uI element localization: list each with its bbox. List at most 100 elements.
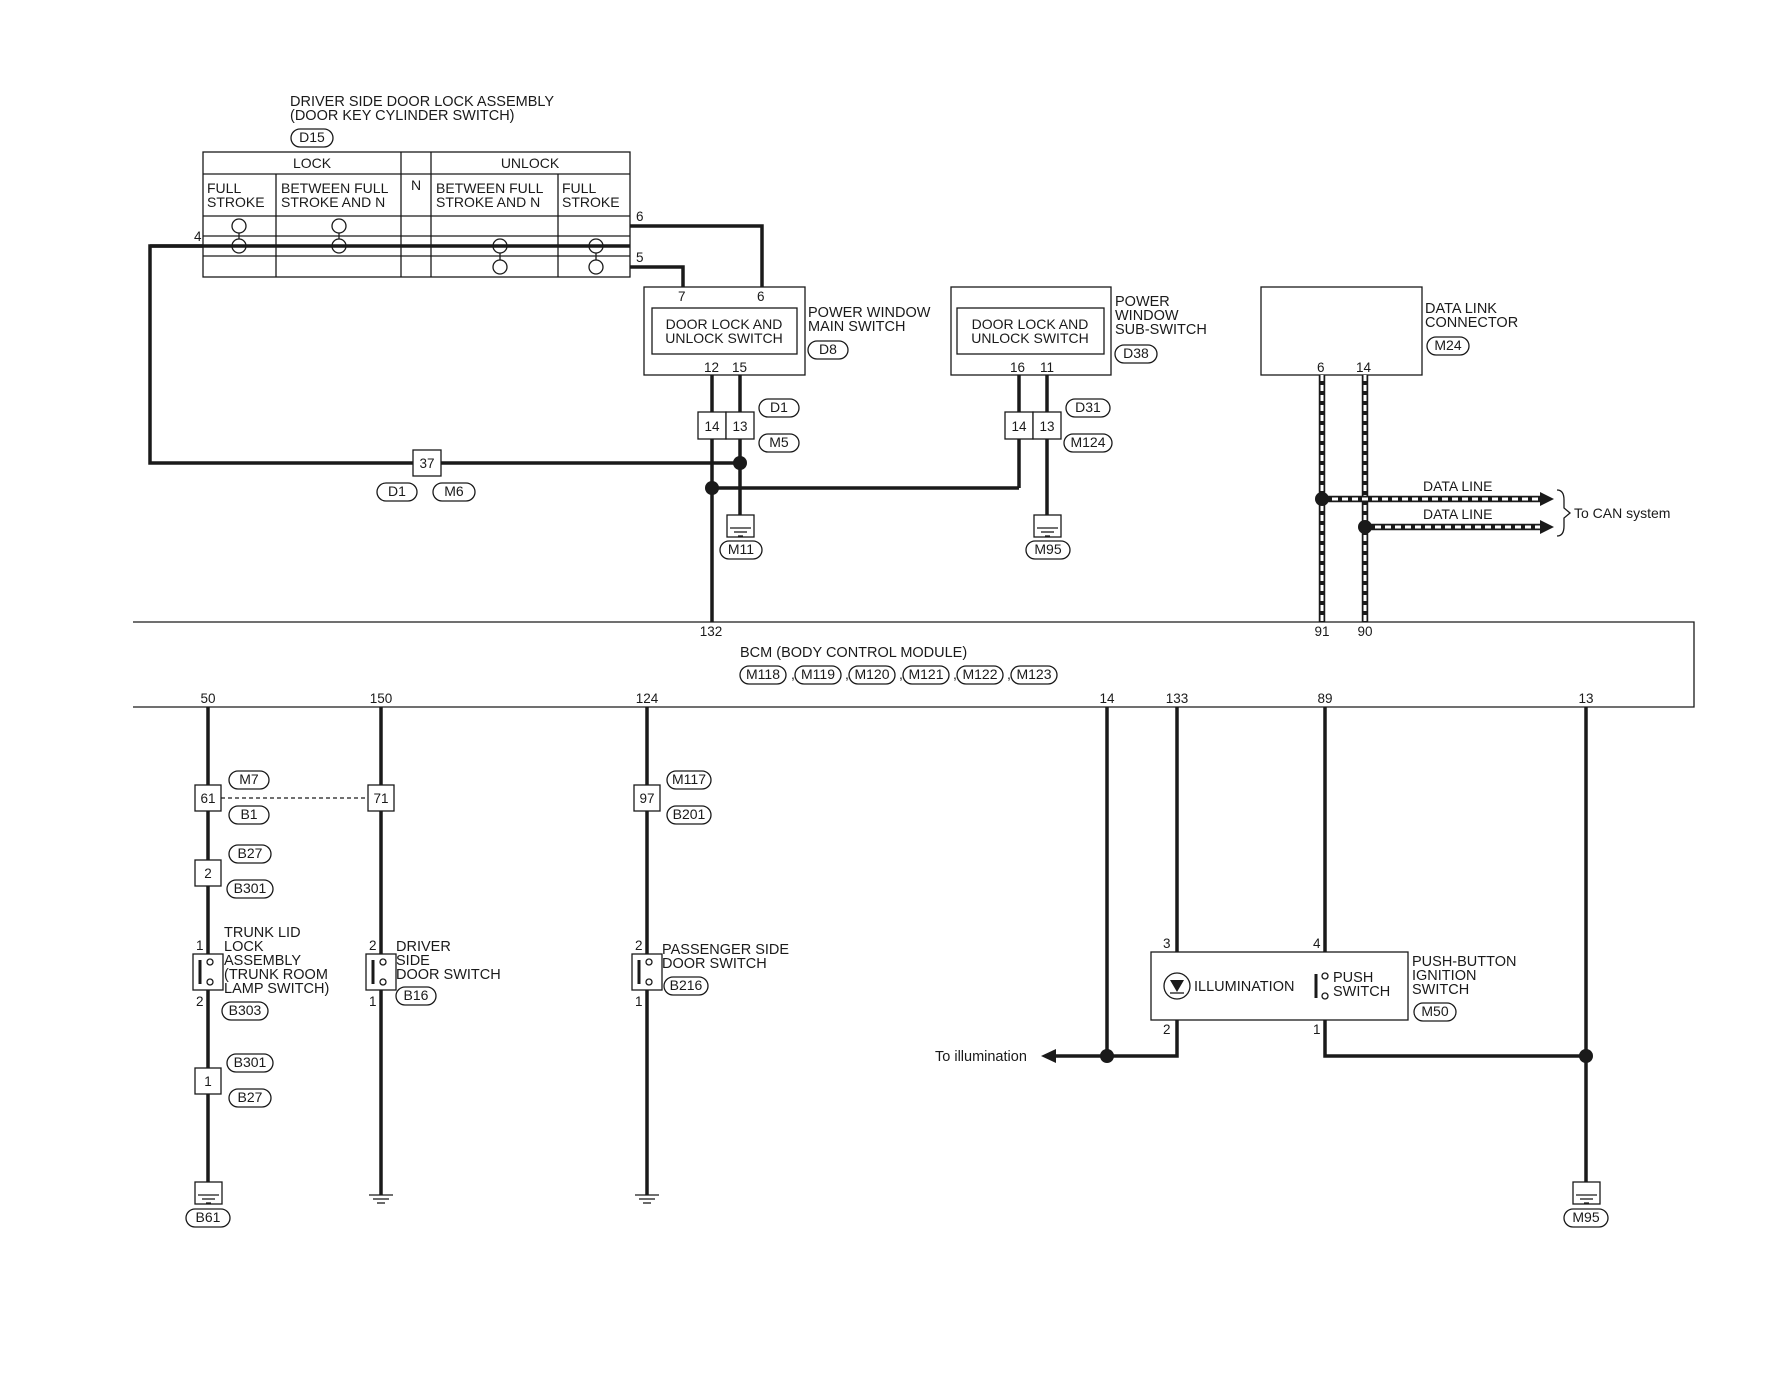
trunk-title-l3: ASSEMBLY xyxy=(224,953,301,969)
bcm-module: 132 91 90 BCM (BODY CONTROL MODULE) M118… xyxy=(133,621,1695,708)
data-link-pin-6: 6 xyxy=(1317,360,1325,375)
trunk-title-l1: TRUNK LID xyxy=(224,925,301,941)
ignition-title-l2: IGNITION xyxy=(1412,968,1476,984)
bcm-pin-14: 14 xyxy=(1099,691,1115,706)
unlock-between-l2: STROKE AND N xyxy=(436,194,540,210)
key-cylinder-pin-6: 6 xyxy=(636,209,644,224)
unlock-between-l1: BETWEEN FULL xyxy=(436,180,544,196)
bcm-connector-m122: M122 xyxy=(962,666,997,682)
junction-2: 2 xyxy=(204,866,212,881)
junction-d1-m5-14: 14 xyxy=(704,419,720,434)
passenger-door-pin-1: 1 xyxy=(635,994,643,1009)
bcm-pin-50: 50 xyxy=(200,691,215,706)
junction-d31-13: 13 xyxy=(1039,419,1054,434)
illumination-label: ILLUMINATION xyxy=(1194,979,1294,995)
connector-b301-a-label: B301 xyxy=(234,880,267,896)
junction-97: 97 xyxy=(639,791,654,806)
driver-door-pin-1: 1 xyxy=(369,994,377,1009)
main-switch-inner-l1: DOOR LOCK AND xyxy=(666,316,783,332)
data-link-pin-14: 14 xyxy=(1356,360,1372,375)
lock-between-l1: BETWEEN FULL xyxy=(281,180,389,196)
passenger-door-pin-2: 2 xyxy=(635,938,643,953)
body-ground-icon xyxy=(635,1194,659,1204)
sub-switch-title-l1: POWER xyxy=(1115,294,1170,310)
sub-switch-inner-box xyxy=(956,307,1105,355)
connector-d15-label: D15 xyxy=(299,129,325,145)
trunk-title-l4: (TRUNK ROOM xyxy=(224,967,328,983)
connector-b303-label: B303 xyxy=(229,1002,262,1018)
bcm-connector-m119: M119 xyxy=(801,666,835,682)
key-cylinder-switch: DRIVER SIDE DOOR LOCK ASSEMBLY (DOOR KEY… xyxy=(150,94,644,278)
driver-door-switch-circuit: 71 2 1 DRIVER SIDE DOOR SWITCH B16 xyxy=(365,707,501,1204)
connector-m124-label: M124 xyxy=(1070,434,1105,450)
bcm-pin-150: 150 xyxy=(370,691,393,706)
led-illumination-icon xyxy=(1163,972,1191,1000)
junction-dot xyxy=(733,456,747,470)
main-switch-pin-6: 6 xyxy=(757,289,765,304)
lock-header: LOCK xyxy=(293,155,332,171)
can-brace-icon xyxy=(1556,489,1572,537)
svg-text:,: , xyxy=(1007,666,1011,682)
ignition-pin-4: 4 xyxy=(1313,936,1321,951)
to-illumination-label: To illumination xyxy=(935,1049,1027,1065)
key-cylinder-title-line1: DRIVER SIDE DOOR LOCK ASSEMBLY xyxy=(290,94,554,110)
sub-switch-title-l2: WINDOW xyxy=(1115,308,1179,324)
sub-switch-inner-l2: UNLOCK SWITCH xyxy=(971,330,1088,346)
main-switch-pin-12: 12 xyxy=(704,360,719,375)
main-switch-inner-box xyxy=(651,307,798,355)
ground-m11-icon xyxy=(726,514,755,538)
junction-37 xyxy=(412,449,442,477)
lock-full-stroke-l2: STROKE xyxy=(207,194,265,210)
connector-b27-a-label: B27 xyxy=(238,845,263,861)
main-switch-wiring: 14 13 D1 M5 37 D1 M6 M11 xyxy=(376,375,1021,622)
data-link-box xyxy=(1260,286,1423,376)
connector-d1-b-label: D1 xyxy=(388,483,406,499)
connector-d1-label: D1 xyxy=(770,399,788,415)
connector-m24-label: M24 xyxy=(1434,337,1461,353)
ignition-title-l1: PUSH-BUTTON xyxy=(1412,954,1516,970)
svg-text:,: , xyxy=(899,666,903,682)
key-cylinder-pin-4: 4 xyxy=(194,229,202,244)
junction-61: 61 xyxy=(200,791,215,806)
driver-door-title-l2: SIDE xyxy=(396,953,430,969)
sub-switch-inner-l1: DOOR LOCK AND xyxy=(972,316,1089,332)
push-switch-l1: PUSH xyxy=(1333,970,1373,986)
bcm-pin-91: 91 xyxy=(1314,624,1329,639)
connector-m50-label: M50 xyxy=(1421,1003,1448,1019)
connector-d8-label: D8 xyxy=(819,341,837,357)
sub-switch-pin-11: 11 xyxy=(1040,360,1054,375)
bcm-title: BCM (BODY CONTROL MODULE) xyxy=(740,645,967,661)
junction-d1-m5-pin14 xyxy=(697,411,727,440)
connector-d15-badge xyxy=(290,128,334,148)
push-switch-l2: SWITCH xyxy=(1333,984,1390,1000)
ground-m95-top-label: M95 xyxy=(1034,541,1061,557)
trunk-switch-pin-2: 2 xyxy=(196,994,204,1009)
connector-d31-label: D31 xyxy=(1075,399,1101,415)
connector-b216-label: B216 xyxy=(670,977,703,993)
power-window-main-switch: DOOR LOCK AND UNLOCK SWITCH 7 6 12 15 PO… xyxy=(643,286,931,376)
svg-text:,: , xyxy=(953,666,957,682)
unlock-header: UNLOCK xyxy=(501,155,560,171)
key-cylinder-table xyxy=(202,151,631,278)
bcm-pin-132: 132 xyxy=(700,624,723,639)
connector-b201-label: B201 xyxy=(673,806,706,822)
main-switch-inner-l2: UNLOCK SWITCH xyxy=(665,330,782,346)
push-button-ignition-circuit: To illumination 3 4 2 1 ILLUMINATION PUS… xyxy=(935,707,1609,1228)
ignition-pin-1: 1 xyxy=(1313,1022,1321,1037)
ground-m95-top-icon xyxy=(1033,514,1062,538)
main-switch-pin-15: 15 xyxy=(732,360,747,375)
main-switch-pin-7: 7 xyxy=(678,289,686,304)
connector-d38-label: D38 xyxy=(1123,345,1149,361)
ignition-title-l3: SWITCH xyxy=(1412,982,1469,998)
bcm-box xyxy=(133,621,1695,708)
unlock-full-stroke-l1: FULL xyxy=(562,180,596,196)
passenger-door-title-l1: PASSENGER SIDE xyxy=(662,942,789,958)
can-data-lines xyxy=(1315,375,1554,622)
sub-switch-pin-16: 16 xyxy=(1010,360,1025,375)
trunk-title-l2: LOCK xyxy=(224,939,264,955)
ground-m11-label: M11 xyxy=(728,541,754,557)
bcm-connector-m123: M123 xyxy=(1016,666,1051,682)
bcm-pin-124: 124 xyxy=(636,691,659,706)
bcm-connector-m120: M120 xyxy=(854,666,889,682)
